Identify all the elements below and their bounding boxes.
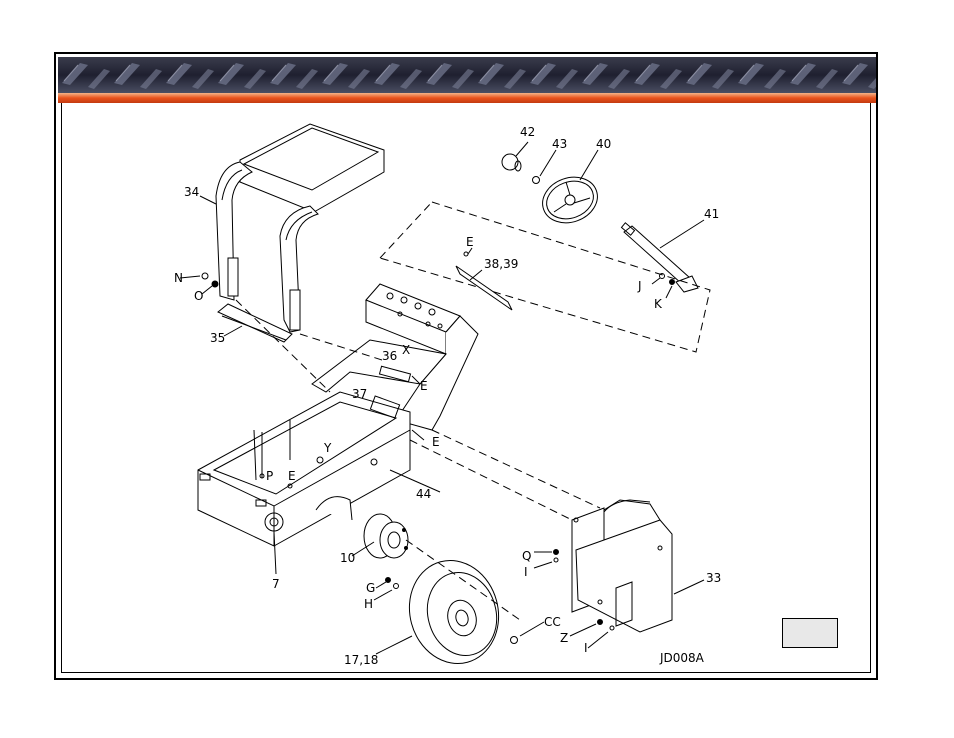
- bracket-36-part: [378, 365, 412, 383]
- label-fastener-z: Z: [560, 631, 568, 645]
- label-fastener-h: H: [364, 597, 373, 611]
- fastener-n: [201, 272, 209, 280]
- seat-bracket-part: [217, 303, 293, 343]
- label-part-38-39: 38,39: [484, 257, 518, 271]
- main-frame-part: [197, 391, 411, 547]
- steering-wheel-part: [542, 176, 598, 224]
- fastener-i1: [553, 557, 559, 563]
- decal-part: [455, 265, 513, 311]
- label-fastener-g: G: [366, 581, 375, 595]
- label-fastener-e1: E: [466, 235, 474, 249]
- label-part-41: 41: [704, 207, 719, 221]
- label-part-34: 34: [184, 185, 199, 199]
- label-part-10: 10: [340, 551, 355, 565]
- assembly-guide-top: [379, 201, 711, 353]
- seat-part: [215, 123, 385, 333]
- label-fastener-p: P: [266, 469, 273, 483]
- label-part-35: 35: [210, 331, 225, 345]
- header-banner: [58, 57, 876, 103]
- label-fastener-n: N: [174, 271, 183, 285]
- blank-tab-box: [782, 618, 838, 648]
- label-part-42: 42: [520, 125, 535, 139]
- label-part-36: 36: [382, 349, 397, 363]
- fastener-q: [553, 549, 559, 555]
- label-fastener-e4: E: [288, 469, 296, 483]
- label-fastener-i2: I: [584, 641, 588, 655]
- label-part-37: 37: [352, 387, 367, 401]
- knob-part: [501, 153, 522, 172]
- fastener-g: [385, 577, 391, 583]
- label-fastener-o: O: [194, 289, 203, 303]
- drawing-id: JD008A: [659, 651, 705, 665]
- fastener-o: [211, 280, 219, 288]
- fastener-z: [597, 619, 603, 625]
- label-fastener-y: Y: [323, 441, 332, 455]
- label-part-40: 40: [596, 137, 611, 151]
- label-fastener-i1: I: [524, 565, 528, 579]
- label-fastener-e2: E: [420, 379, 428, 393]
- label-part-43: 43: [552, 137, 567, 151]
- label-fastener-x: X: [402, 343, 410, 357]
- label-part-17-18: 17,18: [344, 653, 378, 667]
- fastener-k: [669, 279, 675, 285]
- nut-part: [532, 176, 540, 184]
- steering-column-part: [620, 222, 699, 293]
- fastener-i2: [609, 625, 615, 631]
- fastener-h: [393, 583, 399, 589]
- label-fastener-e3: E: [432, 435, 440, 449]
- wheel-part: [408, 559, 500, 665]
- fastener-cc: [510, 636, 518, 644]
- label-part-33: 33: [706, 571, 721, 585]
- label-fastener-q: Q: [522, 549, 531, 563]
- label-part-7: 7: [272, 577, 280, 591]
- label-fastener-k: K: [654, 297, 663, 311]
- label-part-44: 44: [416, 487, 431, 501]
- label-fastener-cc: CC: [544, 615, 561, 629]
- fastener-j: [659, 273, 665, 279]
- label-fastener-j: J: [637, 279, 642, 293]
- side-cover-part: [571, 499, 673, 633]
- wheel-motor-part: [363, 513, 409, 559]
